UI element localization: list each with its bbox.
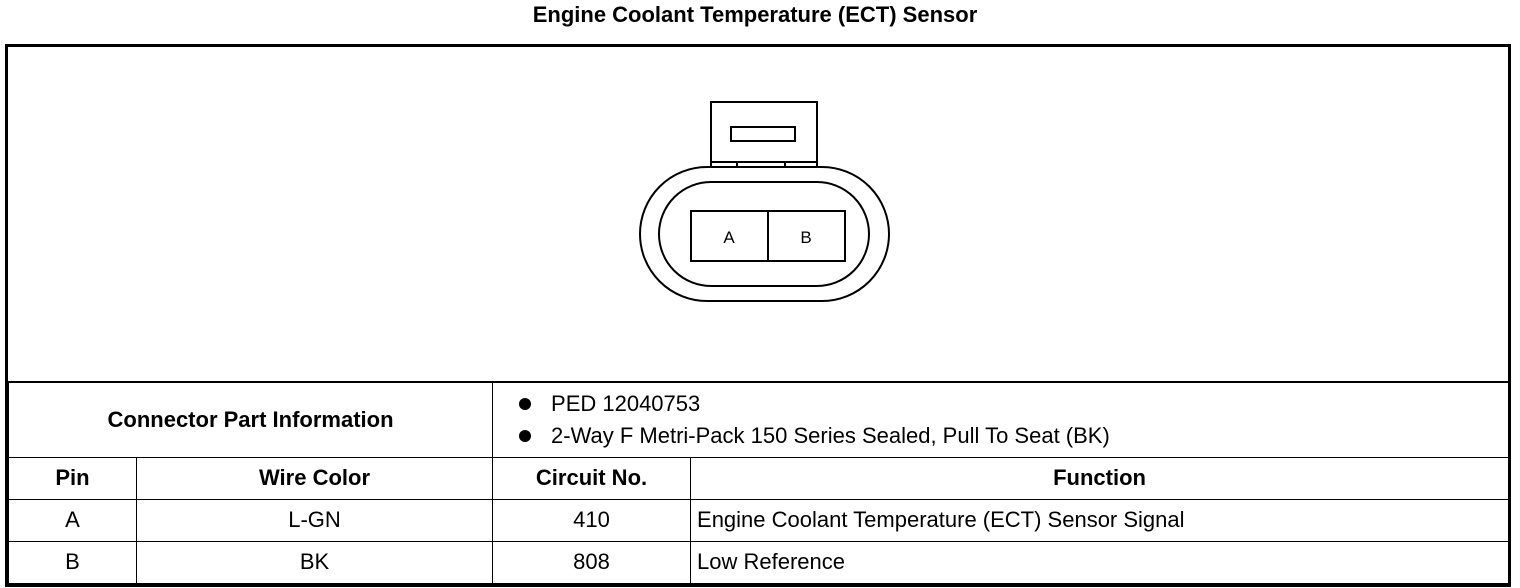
bullet-icon [519, 397, 532, 410]
cell-pin: B [8, 540, 137, 584]
pin-cavity-a [690, 210, 769, 262]
page-title: Engine Coolant Temperature (ECT) Sensor [532, 2, 978, 27]
table-row: A L-GN 410 Engine Coolant Temperature (E… [8, 498, 1510, 542]
cell-circuit: 410 [492, 498, 692, 542]
header-pin: Pin [8, 456, 137, 500]
header-function: Function [690, 456, 1510, 500]
table-row: B BK 808 Low Reference [8, 540, 1510, 584]
cell-circuit: 808 [492, 540, 692, 584]
pin-cavity-b [767, 210, 846, 262]
pin-label-b: B [800, 228, 811, 247]
part-info-list: PED 12040753 2-Way F Metri-Pack 150 Seri… [492, 381, 1510, 458]
part-info-label: Connector Part Information [7, 381, 494, 458]
cell-wire-color: BK [135, 540, 494, 584]
cell-pin: A [8, 498, 137, 542]
pin-table: Connector Part Information PED 12040753 … [7, 381, 1510, 584]
part-info-item: 2-Way F Metri-Pack 150 Series Sealed, Pu… [507, 420, 1508, 452]
header-circuit: Circuit No. [492, 456, 692, 500]
table-header-row: Pin Wire Color Circuit No. Function [8, 456, 1510, 500]
cell-wire-color: L-GN [135, 498, 494, 542]
header-wire-color: Wire Color [135, 456, 494, 500]
cell-function: Engine Coolant Temperature (ECT) Sensor … [690, 498, 1510, 542]
pin-label-a: A [723, 228, 735, 247]
part-info-row: Connector Part Information PED 12040753 … [7, 381, 1510, 458]
connector-sheet: A B Connector Part Information PED 12040… [5, 44, 1511, 587]
connector-diagram: A B [8, 47, 1508, 381]
part-info-item: PED 12040753 [507, 388, 1508, 420]
connector-face-drawing: A B [639, 101, 890, 302]
bullet-icon [519, 429, 532, 442]
lock-tab-slot [730, 126, 796, 142]
cell-function: Low Reference [690, 540, 1510, 584]
